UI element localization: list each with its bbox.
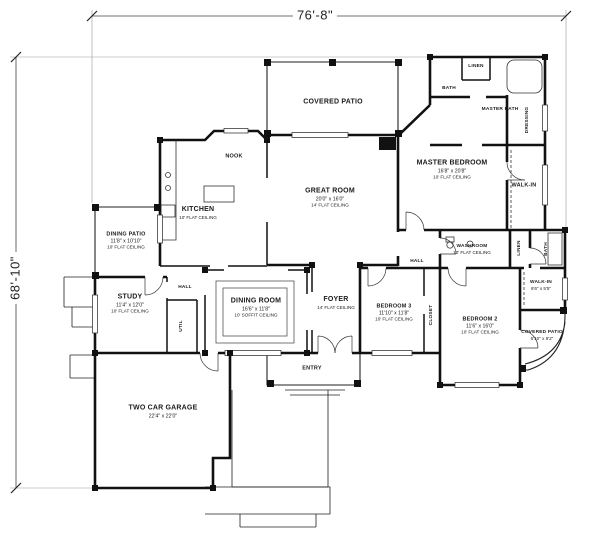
room-label-entry: ENTRY	[302, 365, 322, 372]
room-label-washroom: WASHROOM 10' FLAT CEILING	[453, 244, 491, 256]
windows	[92, 104, 568, 388]
walls-outer	[93, 55, 567, 490]
room-label-bedroom-3: BEDROOM 3 11'10" x 11'8" 10' FLAT CEILIN…	[375, 303, 413, 322]
room-label-bath-right: BATH	[544, 242, 550, 256]
dining-soffit	[215, 280, 295, 344]
room-label-hall-right: HALL	[410, 259, 424, 265]
extension-lines	[10, 10, 567, 489]
dimension-width-label: 76'-8"	[292, 7, 338, 23]
room-label-hall-left: HALL	[178, 285, 192, 291]
room-label-linen-mid: LINEN	[517, 240, 523, 256]
room-label-master-bath: MASTER BATH	[481, 107, 519, 113]
room-label-nook: NOOK	[225, 153, 243, 160]
room-label-walk-in-2: WALK-IN 6'6" x 5'5"	[530, 280, 552, 292]
room-label-util: UTIL	[179, 320, 185, 332]
room-label-dining-room: DINING ROOM 16'6" x 11'8" 10' SOFFIT CEI…	[230, 297, 282, 318]
room-label-master-bedroom: MASTER BEDROOM 16'8" x 20'8" 10' FLAT CE…	[416, 159, 488, 180]
room-label-foyer: FOYER 14' FLAT CEILING	[317, 295, 355, 310]
room-label-covered-patio-right: COVERED PATIO 6'10" x 9'2"	[521, 330, 563, 342]
fireplace	[379, 137, 396, 150]
room-label-linen-top: LINEN	[468, 64, 484, 70]
room-label-covered-patio-top: COVERED PATIO	[303, 98, 363, 106]
door-swings	[144, 161, 547, 372]
dimension-height-label: 68'-10"	[7, 252, 23, 304]
room-label-dining-patio: DINING PATIO 11'8" x 10'10" 10' FLAT CEI…	[106, 231, 146, 250]
room-label-study: STUDY 11'4" x 12'0" 10' FLAT CEILING	[111, 293, 149, 314]
room-label-dressing: DRESSING	[525, 106, 531, 134]
room-label-kitchen: KITCHEN 10' FLAT CEILING	[179, 205, 217, 220]
room-label-bath-top: BATH	[442, 86, 456, 92]
room-label-bedroom-2: BEDROOM 2 11'6" x 16'0" 10' FLAT CEILING	[461, 316, 499, 335]
room-label-walk-in-master: WALK-IN	[511, 182, 537, 189]
room-label-garage: TWO CAR GARAGE 22'4" x 22'0"	[128, 404, 198, 420]
room-label-great-room: GREAT ROOM 20'0" x 16'0" 14' FLAT CEILIN…	[305, 187, 355, 208]
posts	[92, 54, 568, 491]
room-label-closet: CLOSET	[429, 304, 435, 326]
fixtures	[160, 59, 563, 306]
